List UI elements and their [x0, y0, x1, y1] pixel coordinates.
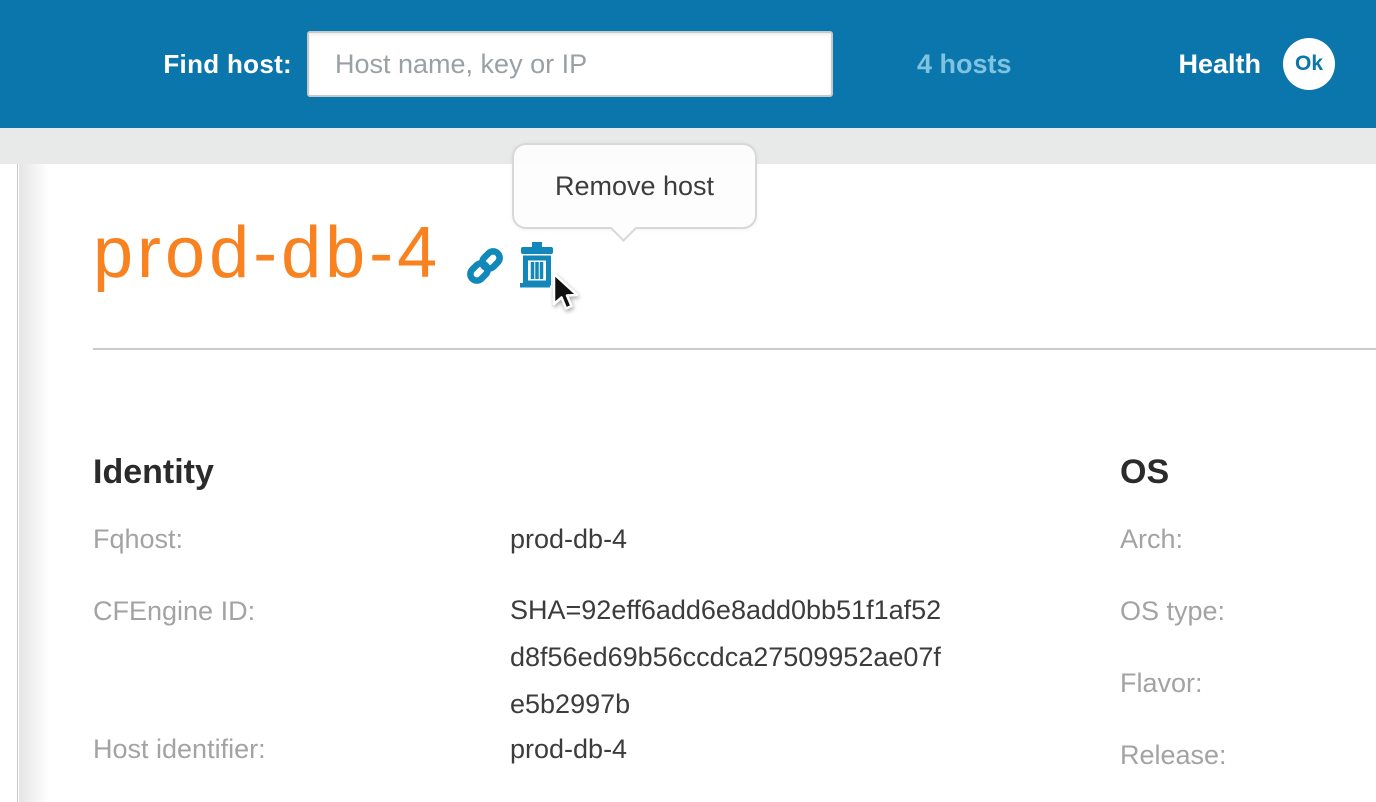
left-panel-edge	[0, 164, 18, 802]
os-row-os-type: OS type:	[1120, 594, 1376, 628]
left-panel-shadow	[19, 164, 49, 802]
title-divider	[93, 348, 1376, 350]
identity-section: Identity Fqhost: prod-db-4 CFEngine ID: …	[93, 452, 1120, 802]
os-row-arch: Arch:	[1120, 522, 1376, 556]
info-columns: Identity Fqhost: prod-db-4 CFEngine ID: …	[93, 452, 1376, 802]
hosts-count[interactable]: 4 hosts	[917, 48, 1012, 79]
release-label: Release:	[1120, 740, 1227, 770]
os-heading: OS	[1120, 453, 1170, 491]
health-label: Health	[1178, 48, 1261, 79]
identity-row-cfengine-id: CFEngine ID: SHA=92eff6add6e8add0bb51f1a…	[93, 594, 1120, 728]
identity-heading: Identity	[93, 453, 214, 491]
trash-icon[interactable]	[519, 242, 555, 290]
os-type-label: OS type:	[1120, 596, 1226, 626]
health-ok-badge[interactable]: Ok	[1283, 38, 1335, 90]
host-action-icons	[465, 242, 555, 290]
tooltip-arrow	[610, 215, 637, 242]
host-detail-panel: Remove host prod-db-4	[0, 143, 1376, 802]
os-row-flavor: Flavor:	[1120, 666, 1376, 700]
os-row-release: Release:	[1120, 738, 1376, 772]
fqhost-label: Fqhost:	[93, 524, 184, 554]
os-section: OS Arch: OS type: Flavor: Release:	[1120, 452, 1376, 802]
link-icon[interactable]	[465, 246, 505, 286]
host-search-input[interactable]	[307, 31, 833, 97]
top-bar: Find host: 4 hosts Health Ok	[0, 0, 1376, 128]
host-identifier-label: Host identifier:	[93, 734, 266, 764]
flavor-label: Flavor:	[1120, 668, 1203, 698]
remove-host-tooltip: Remove host	[512, 143, 757, 242]
page-title: prod-db-4	[93, 213, 442, 293]
host-title-row: prod-db-4	[93, 206, 555, 300]
find-host-label: Find host:	[163, 48, 292, 79]
host-identifier-value: prod-db-4	[510, 734, 628, 764]
cfengine-id-label: CFEngine ID:	[93, 596, 256, 626]
fqhost-value: prod-db-4	[510, 524, 628, 554]
tooltip-text: Remove host	[554, 170, 715, 201]
identity-row-host-identifier: Host identifier: prod-db-4	[93, 732, 1120, 766]
cfengine-id-value: SHA=92eff6add6e8add0bb51f1af52d8f56ed69b…	[510, 595, 942, 719]
identity-row-fqhost: Fqhost: prod-db-4	[93, 522, 1120, 556]
arch-label: Arch:	[1120, 524, 1184, 554]
